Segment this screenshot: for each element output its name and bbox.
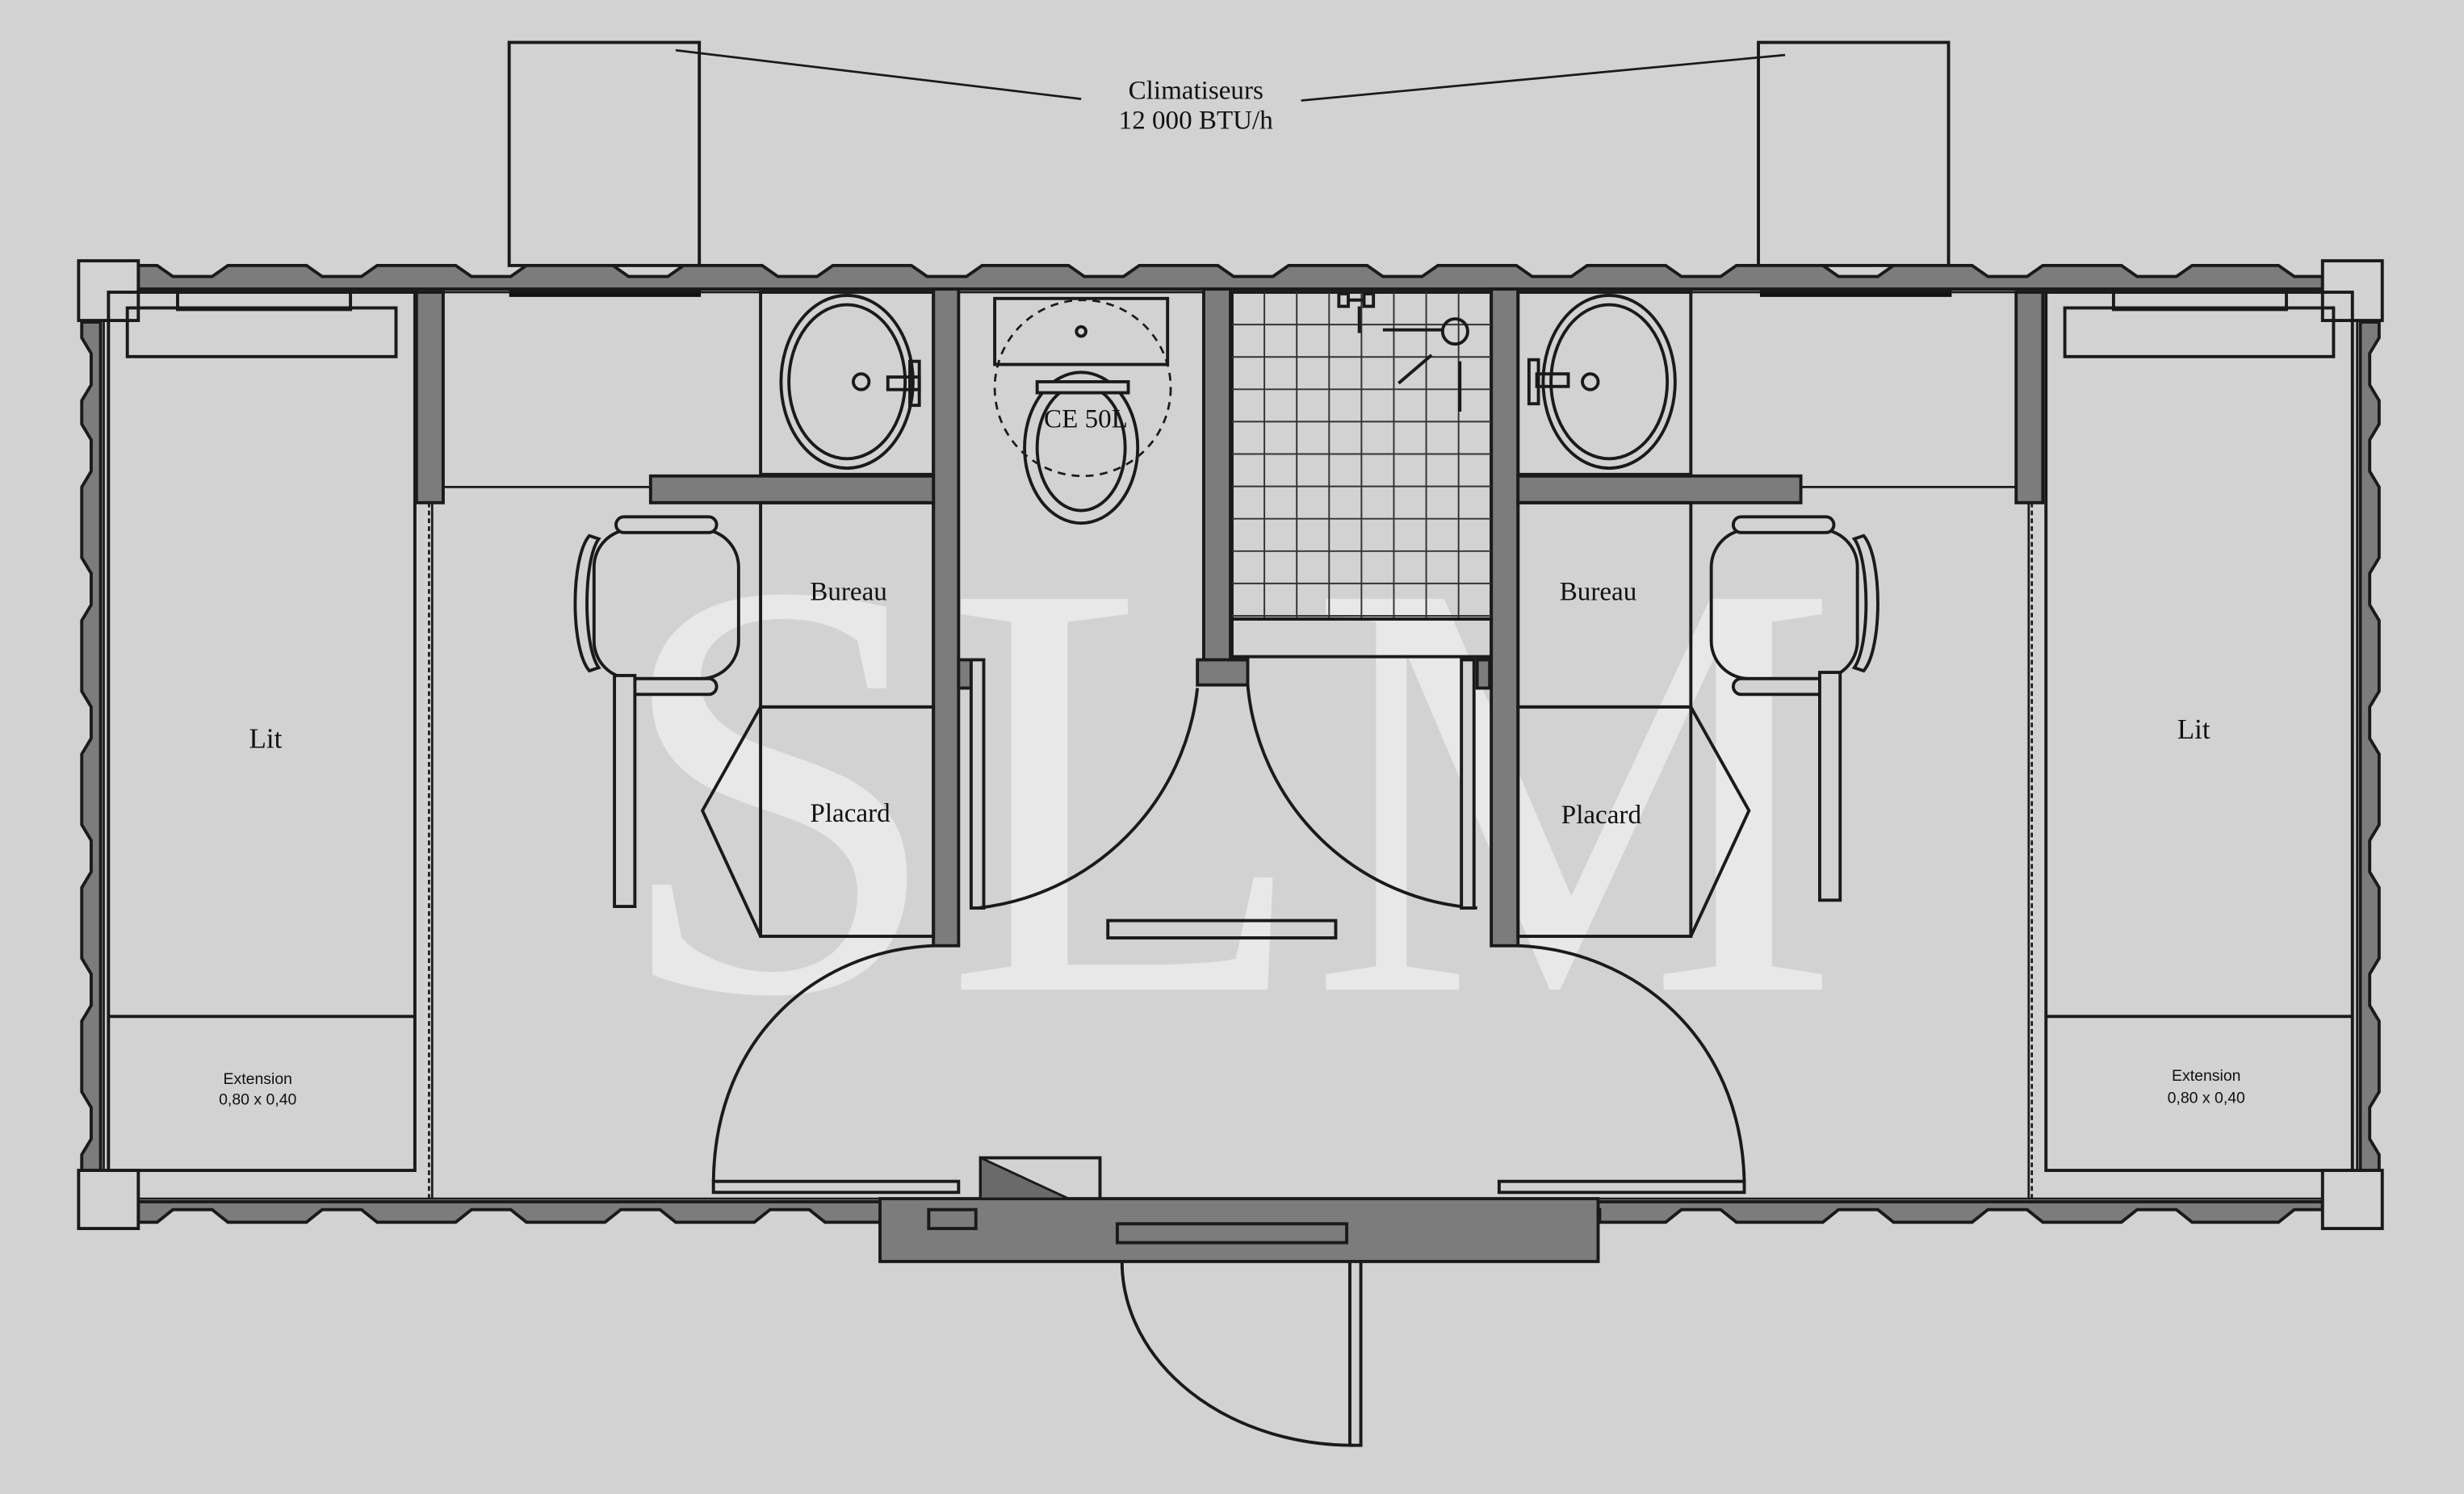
toilet [993, 296, 1172, 525]
sink-right [1516, 291, 1693, 476]
desk-left-label: Bureau [810, 578, 887, 607]
sink-left [759, 291, 936, 476]
door-bedroom-left[interactable] [711, 944, 961, 1195]
door-wc[interactable] [969, 658, 1200, 910]
door-shower[interactable] [1246, 658, 1477, 910]
shower [1230, 291, 1494, 659]
extension-left-dims: 0,80 x 0,40 [219, 1090, 296, 1108]
entrance [878, 1156, 1600, 1263]
closet-right-label: Placard [1561, 801, 1642, 830]
door-bedroom-right[interactable] [1497, 944, 1746, 1195]
chair-left [573, 515, 740, 909]
container-shell [77, 259, 2384, 1231]
extension-left-title: Extension [224, 1070, 292, 1088]
desk-left: Bureau [759, 500, 936, 709]
closet-left: Placard [700, 705, 936, 938]
extension-right-title: Extension [2172, 1067, 2240, 1085]
bench [1106, 919, 1338, 940]
closet-right: Placard [1516, 705, 1751, 938]
desk-right-label: Bureau [1560, 578, 1637, 607]
bed-left: Lit Extension 0,80 x 0,40 [107, 291, 417, 1172]
ac-leader-line-right [1301, 53, 1786, 102]
water-heater-label: CE 50L [1044, 404, 1128, 433]
bed-right-label: Lit [2177, 714, 2210, 745]
door-entrance[interactable] [1120, 1259, 1363, 1447]
chair-right [1709, 515, 1879, 902]
extension-right-dims: 0,80 x 0,40 [2168, 1089, 2245, 1107]
bed-left-label: Lit [249, 722, 283, 754]
ac-spec: 12 000 BTU/h [1119, 107, 1274, 136]
closet-left-label: Placard [810, 799, 890, 828]
partitions [414, 287, 2045, 1199]
bed-right: Lit Extension 0,80 x 0,40 [2044, 291, 2354, 1172]
ac-leader-line-left [675, 48, 1082, 100]
ac-title: Climatiseurs [1129, 77, 1263, 106]
